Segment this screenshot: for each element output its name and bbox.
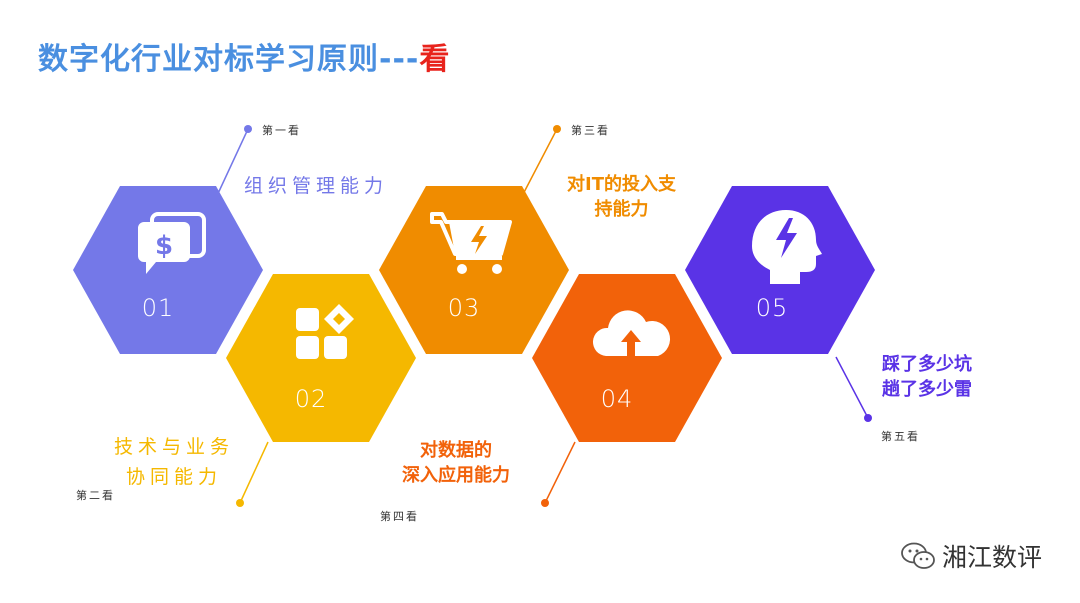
step-label-3: 对IT的投入支 持能力	[567, 172, 676, 222]
step-label-3-line-1: 对IT的投入支	[567, 174, 676, 195]
step-number-5: 05	[755, 294, 789, 322]
step-label-4-line-1: 对数据的	[420, 440, 492, 461]
apps-grid-icon	[296, 304, 354, 359]
step-label-5-line-2: 趟了多少雷	[882, 379, 972, 400]
svg-text:$: $	[155, 231, 173, 261]
hexagon-2	[226, 274, 416, 442]
step-index-5: 第五看	[881, 430, 920, 443]
connector-line-1	[214, 128, 249, 201]
step-label-2: 技术与业务 协同能力	[114, 432, 234, 492]
connector-dot-1	[244, 125, 252, 133]
connector-line-3	[519, 128, 558, 201]
step-number-1: 01	[141, 294, 175, 322]
step-label-4-line-2: 深入应用能力	[402, 465, 510, 486]
watermark: 湘江数评	[900, 538, 1042, 574]
wechat-icon	[901, 542, 935, 569]
watermark-text: 湘江数评	[942, 543, 1043, 572]
title-accent: 看	[419, 42, 451, 77]
connector-line-4	[544, 441, 576, 504]
hexagon-1	[73, 186, 263, 354]
step-index-3: 第三看	[571, 124, 610, 137]
connector-line-2	[239, 441, 269, 504]
connector-dot-5	[864, 414, 872, 422]
step-label-2-line-1: 技术与业务	[114, 436, 235, 458]
hexagon-4	[532, 274, 722, 442]
head-bolt-icon	[752, 210, 822, 284]
step-index-2: 第二看	[76, 489, 115, 502]
shopping-cart-icon	[430, 212, 512, 274]
page-title: 数字化行业对标学习原则---看	[38, 34, 450, 78]
step-number-3: 03	[447, 294, 481, 322]
cloud-upload-icon	[592, 310, 671, 356]
hexagon-3	[379, 186, 569, 354]
step-label-1-line-1: 组织管理能力	[244, 175, 389, 197]
money-chat-icon: $	[138, 212, 206, 274]
connector-dot-4	[541, 499, 549, 507]
step-label-2-line-2: 协同能力	[126, 466, 223, 488]
step-label-4: 对数据的 深入应用能力	[402, 438, 510, 488]
connector-dot-2	[236, 499, 244, 507]
step-label-1: 组织管理能力	[244, 171, 388, 198]
step-index-1: 第一看	[262, 124, 301, 137]
connector-line-5	[835, 356, 869, 419]
step-number-4: 04	[600, 385, 634, 413]
step-label-3-line-2: 持能力	[594, 199, 649, 220]
step-label-5-line-1: 踩了多少坑	[882, 354, 972, 375]
step-index-4: 第四看	[380, 510, 419, 523]
connector-dot-3	[553, 125, 561, 133]
step-label-5: 踩了多少坑 趟了多少雷	[882, 352, 972, 402]
step-number-2: 02	[294, 385, 328, 413]
title-main: 数字化行业对标学习原则---	[38, 42, 420, 77]
